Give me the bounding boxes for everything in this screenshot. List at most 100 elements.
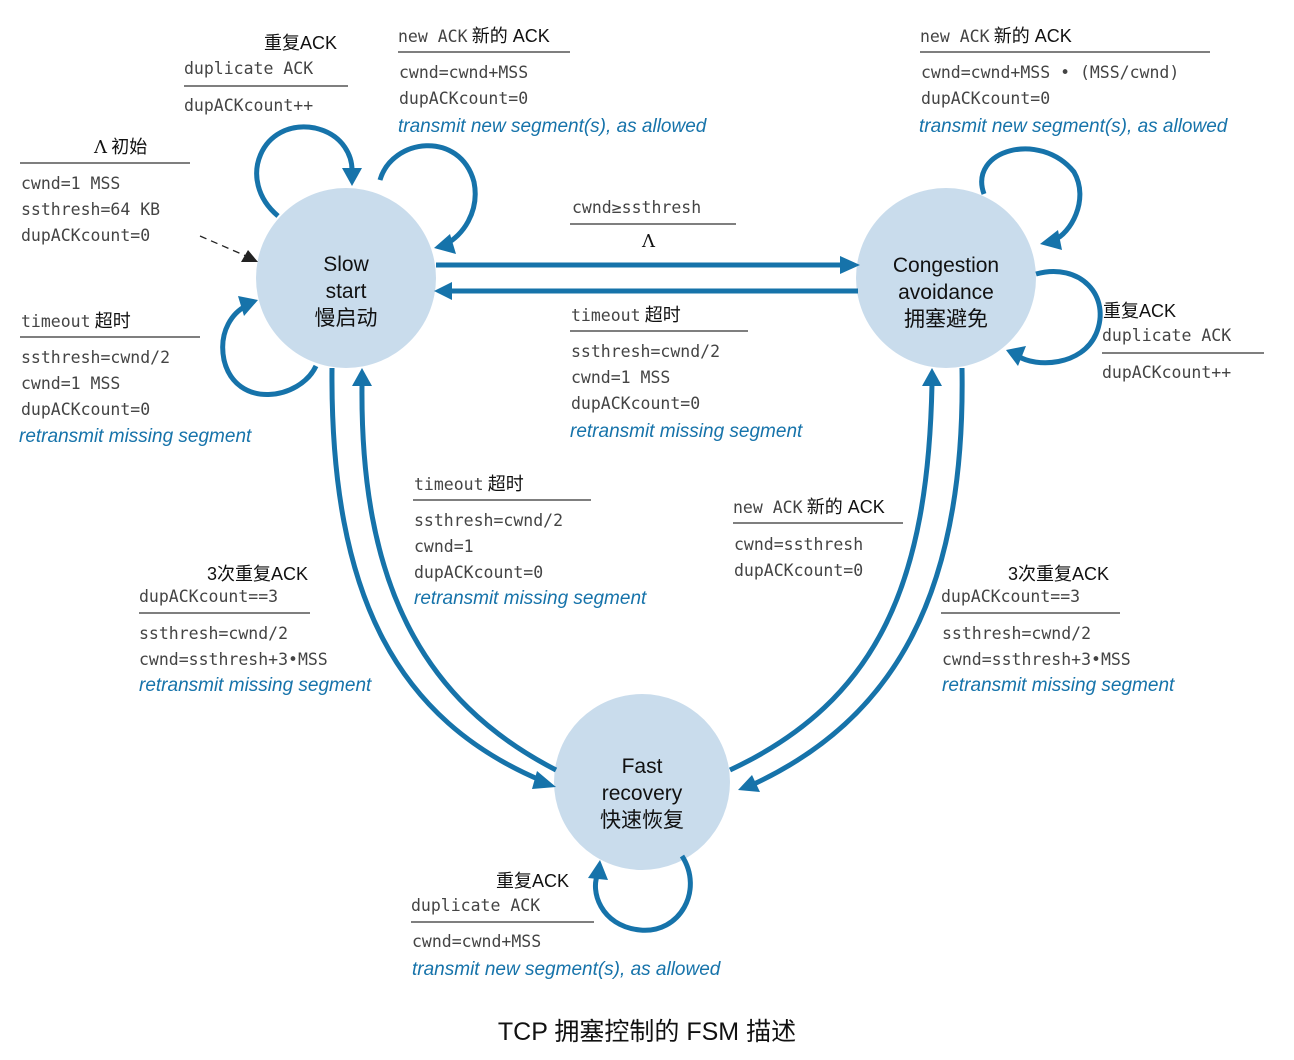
ss-triple-dup-transmit: retransmit missing segment <box>139 675 372 696</box>
state-congestion-avoidance-label: Congestion avoidance 拥塞避免 <box>846 252 1046 333</box>
fr-timeout-action-1: ssthresh=cwnd/2 <box>414 511 564 530</box>
ca-timeout-action-2: cwnd=1 MSS <box>571 368 671 387</box>
ca-triple-dup-event: dupACKcount==3 <box>941 587 1081 606</box>
ca-dup-ack-action: dupACKcount++ <box>1102 363 1232 382</box>
initial-lambda: Λ <box>94 137 107 158</box>
loop-ca-new-ack <box>979 146 1083 243</box>
ss-new-ack-transmit: transmit new segment(s), as allowed <box>398 116 707 137</box>
ss-timeout-action-2: cwnd=1 MSS <box>21 374 121 393</box>
ca-timeout-event-line: timeout 超时 <box>571 302 681 329</box>
ca-triple-dup-event-cn: 3次重复ACK <box>1008 564 1110 584</box>
loop-fr-dup-ack <box>592 854 693 933</box>
loop-ss-timeout <box>220 303 319 397</box>
state-fast-recovery-circle <box>554 694 730 870</box>
fr-timeout-event-line: timeout 超时 <box>414 471 524 498</box>
initial-action-3: dupACKcount=0 <box>21 226 151 245</box>
arrowhead-ss-new-ack <box>434 234 456 254</box>
ss-timeout-action-3: dupACKcount=0 <box>21 400 151 419</box>
state-slow-start-circle <box>256 188 436 368</box>
ss-triple-dup-event-cn: 3次重复ACK <box>207 564 309 584</box>
ca-new-ack-event-line: new ACK 新的 ACK <box>920 23 1072 50</box>
loop-ca-dup-ack <box>1016 269 1103 366</box>
fr-new-ack-action-1: cwnd=ssthresh <box>734 535 864 554</box>
fr-dup-ack-action: cwnd=cwnd+MSS <box>412 932 542 951</box>
state-slow-start-line1: Slow <box>323 253 369 276</box>
arrowhead-ss-to-fr <box>532 771 556 789</box>
state-slow-start-line2: start <box>325 280 367 303</box>
state-fast-recovery-label: Fast recovery 快速恢复 <box>542 753 742 834</box>
initial-action-1: cwnd=1 MSS <box>21 174 121 193</box>
ca-new-ack-event: new ACK <box>920 27 990 46</box>
ss-timeout-transmit: retransmit missing segment <box>19 426 252 447</box>
arrowhead-ss-to-ca <box>840 256 860 274</box>
state-ca-line3: 拥塞避免 <box>904 308 988 331</box>
state-ca-line1: Congestion <box>892 254 1000 277</box>
loop-ss-dup-ack <box>254 124 355 218</box>
fr-new-ack-event-cn: 新的 ACK <box>806 497 885 517</box>
ss-triple-dup-event: dupACKcount==3 <box>139 587 279 606</box>
ss-timeout-event-line: timeout 超时 <box>21 308 131 335</box>
ss-dup-ack-event-cn: 重复ACK <box>264 33 338 53</box>
initial-event-cn: 初始 <box>111 137 148 157</box>
edge-ss-to-fr <box>329 367 541 783</box>
state-congestion-avoidance-circle <box>856 188 1036 368</box>
ss-timeout-event-cn: 超时 <box>94 311 131 331</box>
ca-dup-ack-event: duplicate ACK <box>1102 326 1232 345</box>
fr-dup-ack-event: duplicate ACK <box>411 896 541 915</box>
ss-new-ack-event-line: new ACK 新的 ACK <box>398 23 550 50</box>
fr-dup-ack-event-cn: 重复ACK <box>496 871 570 891</box>
state-fr-line1: Fast <box>621 755 663 778</box>
ca-triple-dup-action-1: ssthresh=cwnd/2 <box>942 624 1092 643</box>
ca-timeout-action-3: dupACKcount=0 <box>571 394 701 413</box>
arrowhead-ca-to-ss <box>434 282 452 300</box>
ca-dup-ack-event-cn: 重复ACK <box>1103 301 1177 321</box>
fr-dup-ack-transmit: transmit new segment(s), as allowed <box>412 959 721 980</box>
fr-timeout-transmit: retransmit missing segment <box>414 588 647 609</box>
ss-new-ack-event: new ACK <box>398 27 468 46</box>
edge-fr-to-ss <box>359 383 558 773</box>
ss-new-ack-action-1: cwnd=cwnd+MSS <box>399 63 529 82</box>
ss-to-ca-action-lambda: Λ <box>642 231 655 252</box>
ca-triple-dup-action-2: cwnd=ssthresh+3•MSS <box>942 650 1131 669</box>
ss-dup-ack-action: dupACKcount++ <box>184 96 314 115</box>
ss-dup-ack-event: duplicate ACK <box>184 59 314 78</box>
ss-new-ack-action-2: dupACKcount=0 <box>399 89 529 108</box>
arrowhead-ca-new-ack <box>1040 230 1062 250</box>
loop-ss-new-ack <box>377 143 478 247</box>
ca-timeout-action-1: ssthresh=cwnd/2 <box>571 342 721 361</box>
arrowhead-ca-dup-ack <box>1006 346 1026 366</box>
state-slow-start-line3: 慢启动 <box>314 307 378 330</box>
ss-to-ca-event: cwnd≥ssthresh <box>572 198 702 217</box>
fr-timeout-event: timeout <box>414 475 484 494</box>
ss-timeout-action-1: ssthresh=cwnd/2 <box>21 348 171 367</box>
fr-timeout-event-cn: 超时 <box>487 474 524 494</box>
ca-timeout-transmit: retransmit missing segment <box>570 421 803 442</box>
ca-timeout-event: timeout <box>571 306 641 325</box>
ss-new-ack-event-cn: 新的 ACK <box>471 26 550 46</box>
edge-fr-to-ca <box>728 383 935 773</box>
fr-new-ack-event-line: new ACK 新的 ACK <box>733 494 885 521</box>
fr-timeout-action-3: dupACKcount=0 <box>414 563 544 582</box>
arrowhead-fr-to-ss <box>352 368 372 386</box>
fr-new-ack-event: new ACK <box>733 498 803 517</box>
arrowhead-fr-to-ca <box>922 368 942 386</box>
initial-transition-line <box>199 235 247 257</box>
state-fr-line2: recovery <box>601 782 683 805</box>
ca-new-ack-transmit: transmit new segment(s), as allowed <box>919 116 1228 137</box>
state-ca-line2: avoidance <box>898 281 994 304</box>
arrowhead-fr-dup-ack <box>588 860 608 880</box>
ca-new-ack-action-1: cwnd=cwnd+MSS • (MSS/cwnd) <box>921 63 1180 82</box>
initial-action-2: ssthresh=64 KB <box>21 200 161 219</box>
initial-event-line: Λ 初始 <box>94 134 147 161</box>
fr-timeout-action-2: cwnd=1 <box>414 537 474 556</box>
ss-timeout-event: timeout <box>21 312 91 331</box>
ss-triple-dup-action-2: cwnd=ssthresh+3•MSS <box>139 650 328 669</box>
arrowhead-ca-to-fr <box>738 775 760 792</box>
fr-new-ack-action-2: dupACKcount=0 <box>734 561 864 580</box>
state-slow-start-label: Slow start 慢启动 <box>246 251 446 332</box>
ca-new-ack-event-cn: 新的 ACK <box>993 26 1072 46</box>
arrowhead-ss-dup-ack <box>342 168 362 186</box>
state-fr-line3: 快速恢复 <box>600 809 684 832</box>
